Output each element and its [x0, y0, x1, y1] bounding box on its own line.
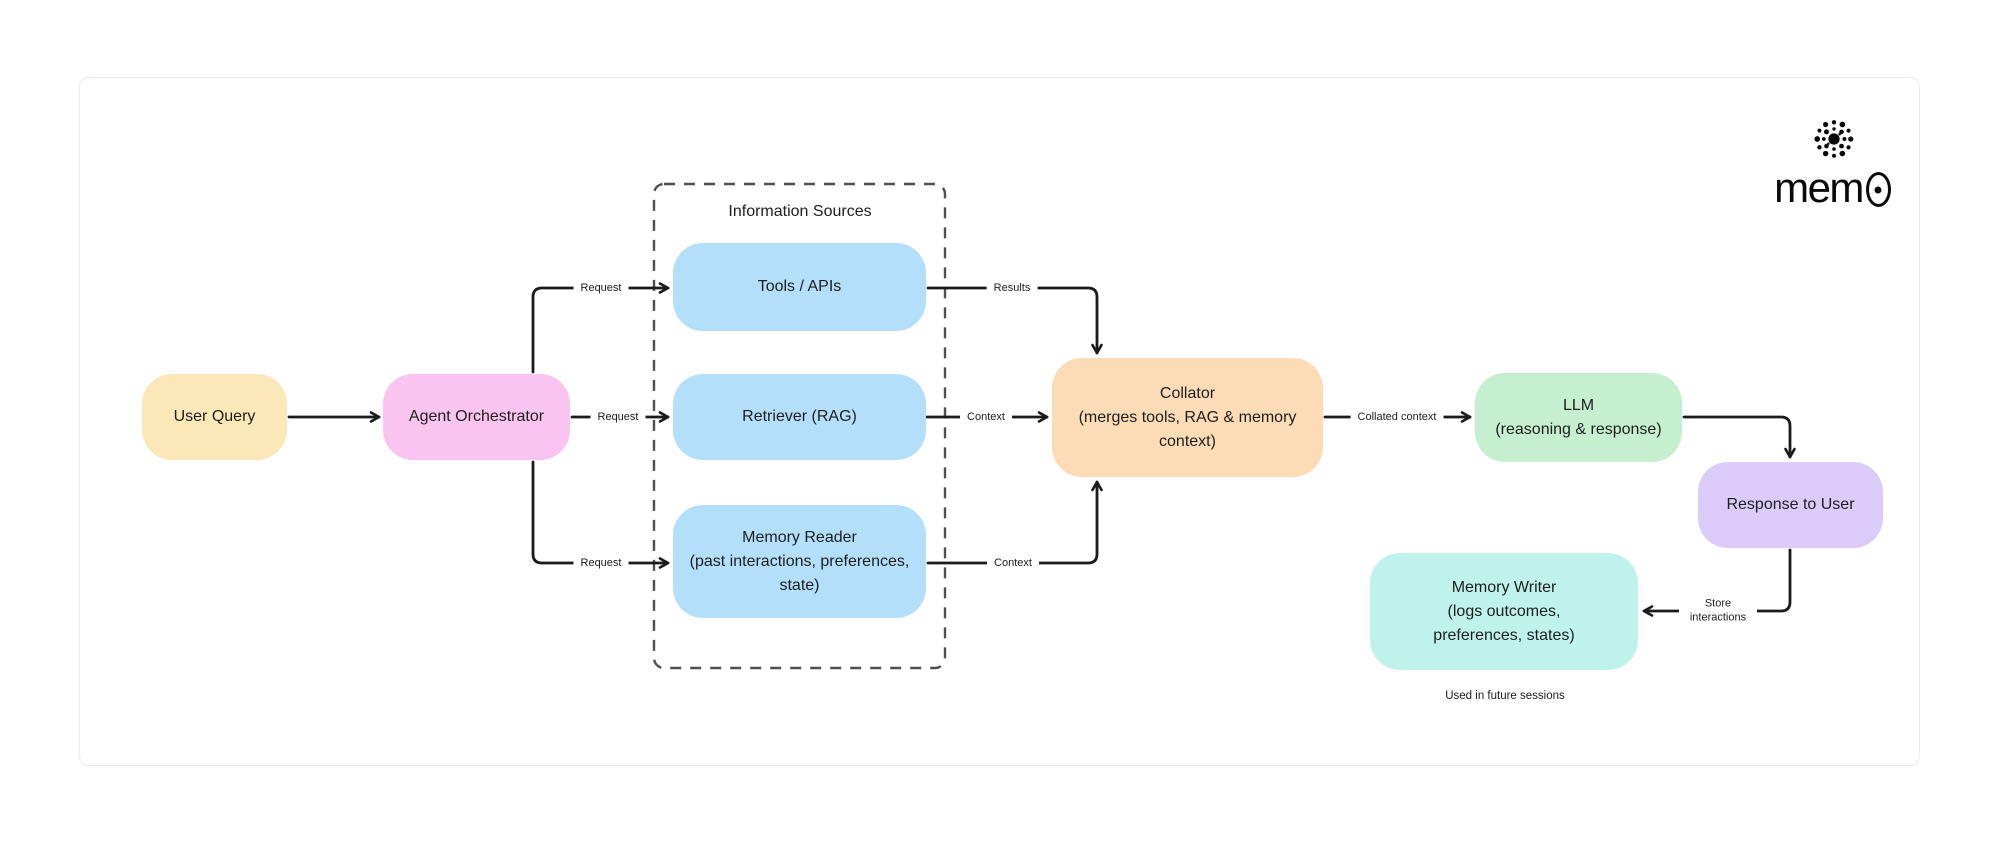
- mem0-logo-text: mem: [1774, 164, 1864, 211]
- node-collator-subtitle: (merges tools, RAG & memory context): [1078, 408, 1297, 450]
- edge-label-collated-context: Collated context: [1350, 410, 1444, 424]
- node-retriever: Retriever (RAG): [673, 374, 926, 460]
- edge-label-context-memory: Context: [987, 556, 1039, 570]
- node-memory-writer: Memory Writer (logs outcomes, preference…: [1370, 553, 1638, 670]
- node-llm: LLM (reasoning & response): [1475, 373, 1682, 462]
- edge-label-request-memory: Request: [573, 556, 629, 570]
- node-tools-apis-label: Tools / APIs: [757, 278, 842, 295]
- node-user-query-label: User Query: [173, 408, 256, 425]
- node-memory-reader-subtitle: (past interactions, preferences, state): [689, 552, 910, 594]
- mem0-logo: mem: [1770, 116, 1895, 212]
- node-tools-apis: Tools / APIs: [673, 243, 926, 331]
- node-collator-title: Collator: [1159, 384, 1216, 402]
- edge-label-request-retriever: Request: [590, 410, 646, 424]
- node-response-to-user-label: Response to User: [1726, 496, 1855, 513]
- node-user-query: User Query: [142, 374, 287, 460]
- edge-label-results: Results: [986, 281, 1038, 295]
- node-collator: Collator (merges tools, RAG & memory con…: [1052, 358, 1323, 477]
- node-agent-orchestrator: Agent Orchestrator: [383, 374, 570, 460]
- node-memory-reader-title: Memory Reader: [742, 528, 857, 546]
- node-memory-writer-subtitle: (logs outcomes, preferences, states): [1433, 602, 1575, 644]
- node-memory-writer-title: Memory Writer: [1451, 578, 1557, 596]
- information-sources-title: Information Sources: [728, 203, 872, 220]
- edge-label-store-interactions: Store interactions: [1679, 596, 1757, 626]
- mem0-logo-icon: [1813, 120, 1853, 158]
- node-llm-title: LLM: [1562, 396, 1595, 414]
- node-retriever-label: Retriever (RAG): [742, 408, 857, 425]
- node-llm-subtitle: (reasoning & response): [1495, 420, 1662, 438]
- edge-label-request-tools: Request: [573, 281, 629, 295]
- future-sessions-note: Used in future sessions: [1445, 690, 1565, 702]
- node-response-to-user: Response to User: [1698, 462, 1883, 548]
- mem0-zero-glyph: [1865, 172, 1891, 207]
- node-memory-reader: Memory Reader (past interactions, prefer…: [673, 505, 926, 618]
- node-agent-orchestrator-label: Agent Orchestrator: [408, 408, 545, 425]
- edge-label-context-retriever: Context: [960, 410, 1012, 424]
- mem0-logo-wordmark: mem: [1774, 164, 1891, 212]
